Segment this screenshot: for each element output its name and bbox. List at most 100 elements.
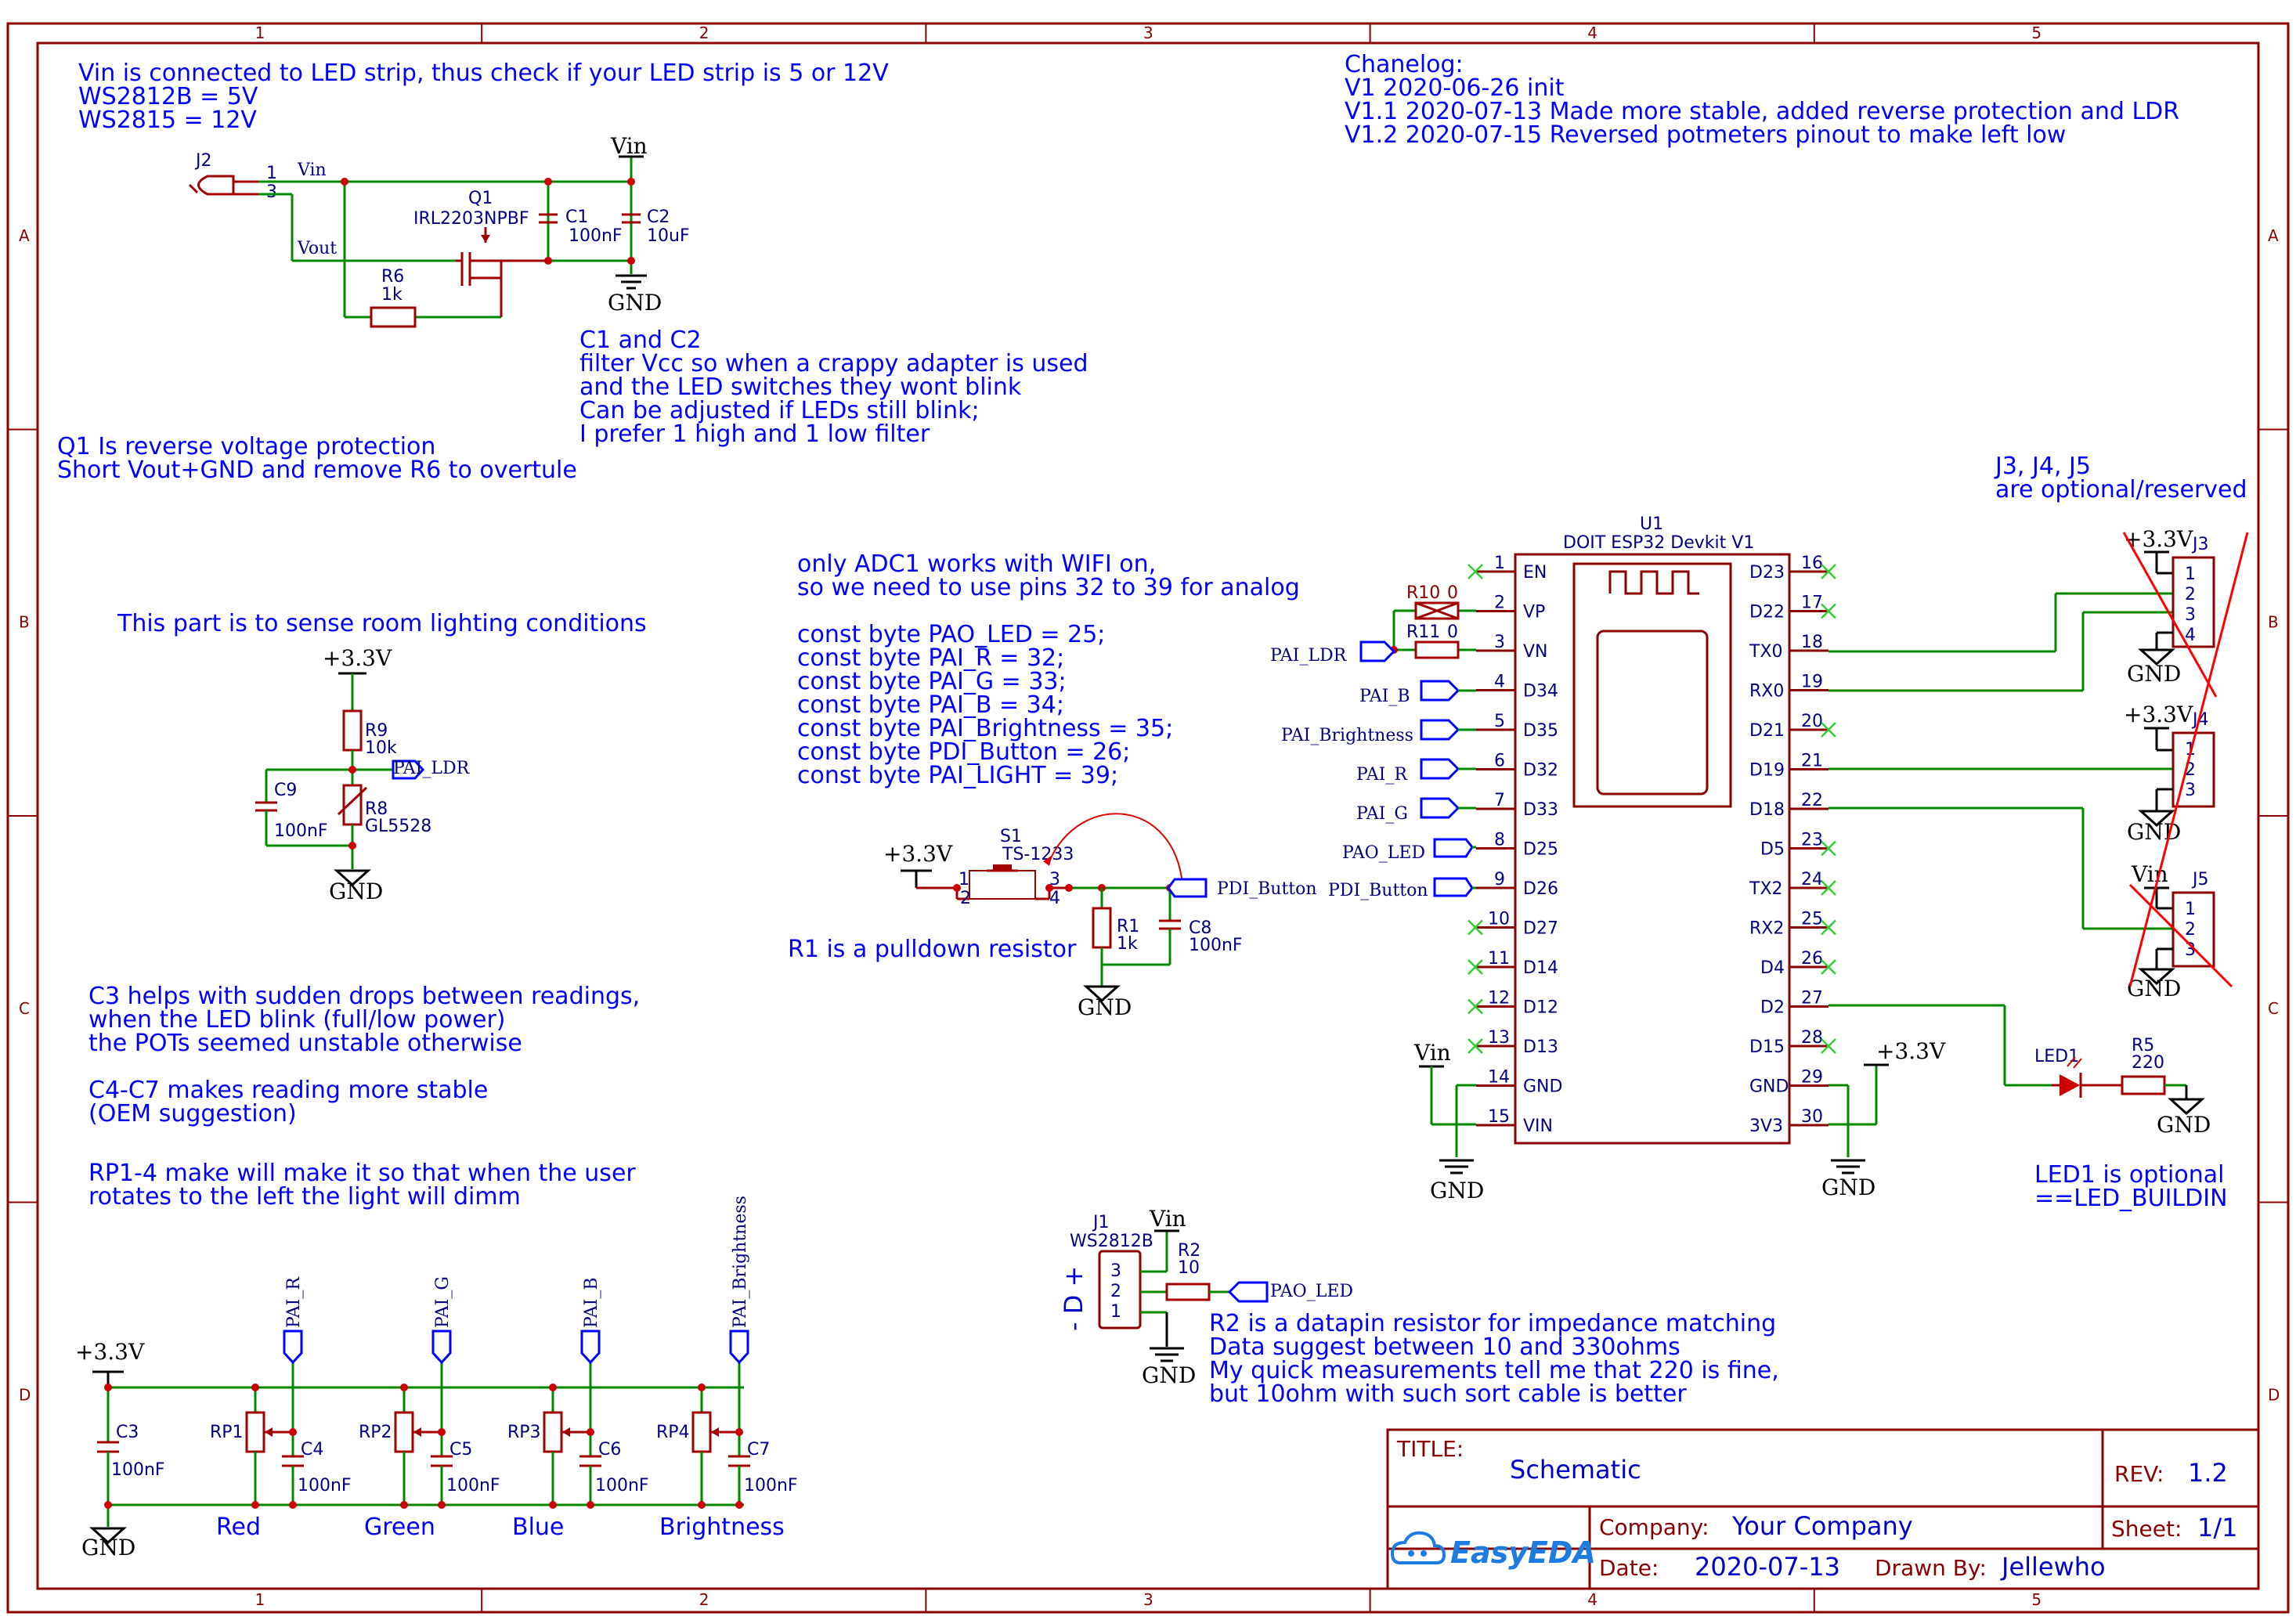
no-connect-mark	[1821, 1038, 1836, 1054]
net-vin-label: Vin	[297, 161, 327, 180]
net-port	[431, 1330, 452, 1365]
u1-pin-number: 29	[1801, 1068, 1823, 1088]
u1-pin-name: TX0	[1749, 642, 1783, 662]
frame-row-left-D: D	[19, 1385, 31, 1404]
pot-cap-ref: C7	[747, 1440, 770, 1459]
title-block: TITLE: Schematic REV: 1.2 Company: Your …	[1386, 1428, 2260, 1590]
u1-pin-name: D5	[1760, 840, 1785, 860]
u1-pin-number: 7	[1494, 791, 1505, 810]
adc-note-line-9: const byte PDI_Button = 26;	[797, 738, 1130, 766]
u1-pin-name: TX2	[1749, 879, 1783, 899]
u1-pin-name: D2	[1760, 998, 1785, 1018]
pdi-button-label-right: PDI_Button	[1328, 881, 1428, 900]
r2-note-line-1: R2 is a datapin resistor for impedance m…	[1209, 1310, 1776, 1337]
vin-note-line-1: Vin is connected to LED strip, thus chec…	[78, 60, 889, 87]
adc-note-line-1: only ADC1 works with WIFI on,	[797, 550, 1156, 578]
gnd-flag-j5: GND	[2127, 976, 2181, 1001]
u1-pin-name: D15	[1749, 1037, 1785, 1057]
junction-dot	[549, 1501, 557, 1509]
r2-ref: R2	[1178, 1241, 1200, 1261]
r8-ref: R8	[365, 799, 388, 819]
s1-value: TS-1233	[1002, 845, 1074, 864]
vin-note: Vin is connected to LED strip, thus chec…	[78, 60, 889, 134]
c3-note-line-9: rotates to the left the light will dimm	[88, 1183, 521, 1210]
u1-pin-name: VN	[1523, 642, 1548, 662]
u1-pin-name: GND	[1523, 1077, 1562, 1097]
pot-body	[245, 1411, 265, 1453]
j2-power-jack: J2 1 3	[188, 151, 277, 202]
r2-note-line-2: Data suggest between 10 and 330ohms	[1209, 1333, 1680, 1361]
j4-pin-3: 3	[2185, 781, 2196, 800]
easyeda-logo: EasyEDA	[1390, 1531, 1596, 1570]
v33-flag-u1: +3.3V	[1876, 1038, 1946, 1064]
no-connect-mark	[1821, 564, 1836, 579]
title-label: TITLE:	[1396, 1436, 1464, 1462]
pot-label: Red	[216, 1514, 261, 1541]
r2-note-line-3: My quick measurements tell me that 220 i…	[1209, 1357, 1779, 1384]
j345-note-line-2: are optional/reserved	[1995, 476, 2247, 503]
gnd-flag-u1-left: GND	[1430, 1178, 1484, 1203]
c2-ref: C2	[647, 207, 670, 227]
u1-right-wiring: GND +3.3V	[1821, 592, 2173, 1200]
u1-ref: U1	[1640, 514, 1663, 534]
j1-side-label: - D +	[1059, 1266, 1088, 1331]
c3-note: C3 helps with sudden drops between readi…	[88, 983, 640, 1210]
j5-pin-2: 2	[2185, 920, 2196, 940]
led1-circuit: LED1 R5 220 GND	[2034, 1036, 2211, 1138]
junction-dot	[400, 1384, 408, 1391]
u1-pin-number: 10	[1488, 910, 1510, 929]
led1-ref: LED1	[2034, 1047, 2079, 1066]
v33-flag-j3: +3.3V	[2124, 526, 2193, 552]
title-value: Schematic	[1510, 1455, 1641, 1485]
vin-note-line-2: WS2812B = 5V	[78, 83, 258, 110]
v33-flag-button: +3.3V	[883, 841, 953, 867]
frame-col-bottom-5: 5	[2031, 1590, 2041, 1609]
c1c2-note-line-1: C1 and C2	[579, 327, 702, 354]
no-connect-mark	[1821, 840, 1836, 857]
c1c2-note-line-3: and the LED switches they wont blink	[579, 373, 1022, 401]
c1-capacitor: C1 100nF	[539, 207, 623, 246]
pot-net-label: PAI_R	[284, 1276, 304, 1328]
adc-note-line-10: const byte PAI_LIGHT = 39;	[797, 762, 1118, 789]
pdi-button-label-left: PDI_Button	[1217, 879, 1317, 899]
q1-mosfet: Q1 IRL2203NPBF	[413, 189, 547, 317]
vin-vout-wiring: Vin Vout	[258, 157, 635, 319]
u1-pin-name: D4	[1760, 958, 1785, 978]
frame-row-right-D: D	[2268, 1385, 2280, 1404]
frame-col-bottom-3: 3	[1143, 1590, 1153, 1609]
j1-ref: J1	[1092, 1213, 1110, 1232]
no-connect-mark	[1821, 603, 1836, 619]
frame-col-top-2: 2	[699, 23, 709, 42]
no-connect-mark	[1821, 959, 1836, 975]
pot-ref: RP1	[210, 1423, 244, 1442]
no-connect-mark	[1467, 919, 1483, 936]
u1-pin-number: 13	[1488, 1028, 1510, 1048]
sheet-label: Sheet:	[2111, 1516, 2182, 1542]
ldr-note: This part is to sense room lighting cond…	[117, 610, 647, 637]
s1-button-circuit: +3.3V S1 TS-1233 1 2 3 4 R1 1k	[883, 813, 1317, 1020]
pot-cap-ref: C5	[449, 1440, 472, 1459]
c1c2-note: C1 and C2 filter Vcc so when a crappy ad…	[579, 327, 1088, 448]
v33-flag-pots: +3.3V	[75, 1339, 145, 1365]
frame-col-bottom-2: 2	[699, 1590, 709, 1609]
j5-pin-3: 3	[2185, 940, 2196, 960]
j2-pin-1: 1	[266, 164, 277, 183]
junction-dot	[438, 1428, 446, 1436]
j3-pin-1: 1	[2185, 565, 2196, 584]
r11-value: 0	[1447, 622, 1458, 642]
frame-row-left-A: A	[19, 226, 30, 245]
s1-pin-4: 4	[1049, 889, 1060, 908]
u1-pin-number: 11	[1488, 949, 1510, 969]
frame-row-left-B: B	[19, 612, 30, 631]
gnd-flag-pots: GND	[81, 1535, 135, 1560]
frame-col-top-4: 4	[1587, 23, 1597, 42]
r8-value: GL5528	[365, 817, 431, 836]
junction-dot	[251, 1501, 259, 1509]
q1-note: Q1 Is reverse voltage protection Short V…	[57, 433, 577, 484]
u1-pin-number: 6	[1494, 752, 1505, 771]
u1-pin-number: 23	[1801, 831, 1823, 850]
drawn-value: Jellewho	[2000, 1552, 2106, 1582]
r6-value: 1k	[381, 285, 403, 305]
pao-led-label-right: PAO_LED	[1342, 843, 1425, 863]
